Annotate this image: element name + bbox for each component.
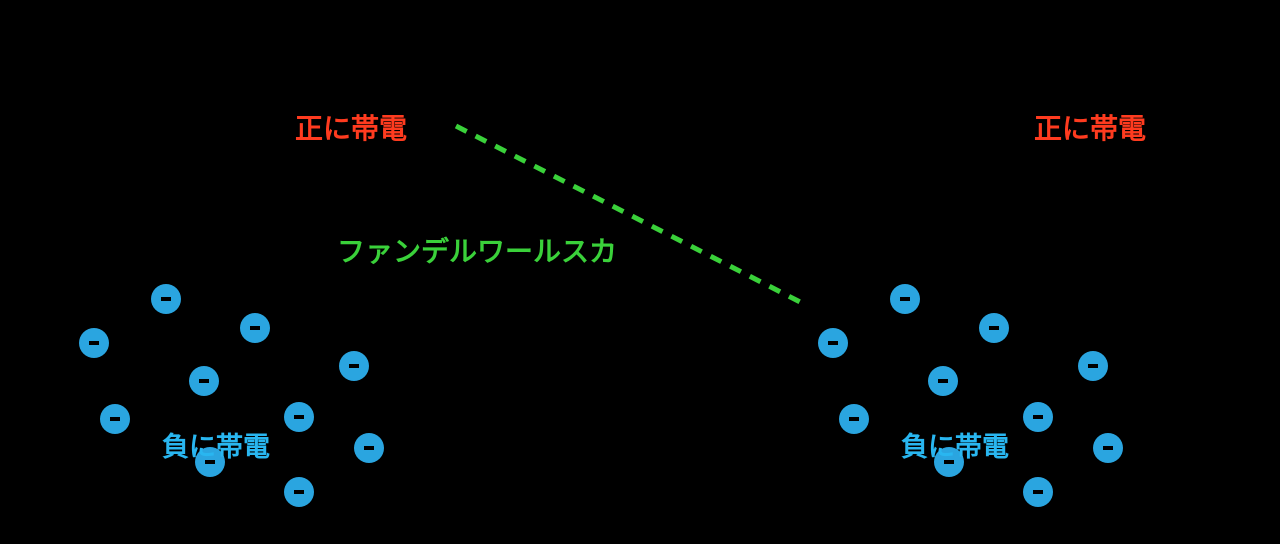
electron-right-2	[979, 313, 1009, 343]
minus-sign-icon	[1033, 415, 1043, 419]
electron-left-7	[284, 402, 314, 432]
minus-sign-icon	[110, 417, 120, 421]
electron-cloud-right	[818, 284, 1123, 507]
electron-left-4	[339, 351, 369, 381]
minus-sign-icon	[828, 341, 838, 345]
electron-right-4	[1078, 351, 1108, 381]
minus-sign-icon	[849, 417, 859, 421]
electron-left-1	[151, 284, 181, 314]
minus-sign-icon	[294, 490, 304, 494]
electron-right-3	[818, 328, 848, 358]
electron-left-2	[240, 313, 270, 343]
van-der-waals-force-label: ファンデルワールスカ	[337, 235, 618, 268]
positive-charge-label-left: 正に帯電	[295, 112, 408, 145]
negative-charge-label-right: 負に帯電	[901, 432, 1009, 463]
minus-sign-icon	[364, 446, 374, 450]
electron-left-3	[79, 328, 109, 358]
minus-sign-icon	[1103, 446, 1113, 450]
minus-sign-icon	[294, 415, 304, 419]
electron-cloud-left	[79, 284, 384, 507]
electron-left-8	[195, 447, 225, 477]
minus-sign-icon	[205, 460, 215, 464]
minus-sign-icon	[161, 297, 171, 301]
minus-sign-icon	[900, 297, 910, 301]
minus-sign-icon	[199, 379, 209, 383]
minus-sign-icon	[938, 379, 948, 383]
van-der-waals-force-line	[454, 123, 808, 308]
electron-left-10	[284, 477, 314, 507]
electron-right-1	[890, 284, 920, 314]
negative-charge-label-left: 負に帯電	[162, 432, 270, 463]
minus-sign-icon	[989, 326, 999, 330]
electron-right-9	[1093, 433, 1123, 463]
electron-left-6	[100, 404, 130, 434]
electron-right-8	[934, 447, 964, 477]
electron-left-5	[189, 366, 219, 396]
electron-right-5	[928, 366, 958, 396]
minus-sign-icon	[1033, 490, 1043, 494]
electron-right-7	[1023, 402, 1053, 432]
electron-right-6	[839, 404, 869, 434]
minus-sign-icon	[250, 326, 260, 330]
electron-right-10	[1023, 477, 1053, 507]
minus-sign-icon	[944, 460, 954, 464]
minus-sign-icon	[349, 364, 359, 368]
positive-charge-label-right: 正に帯電	[1034, 112, 1147, 145]
minus-sign-icon	[1088, 364, 1098, 368]
electron-left-9	[354, 433, 384, 463]
minus-sign-icon	[89, 341, 99, 345]
